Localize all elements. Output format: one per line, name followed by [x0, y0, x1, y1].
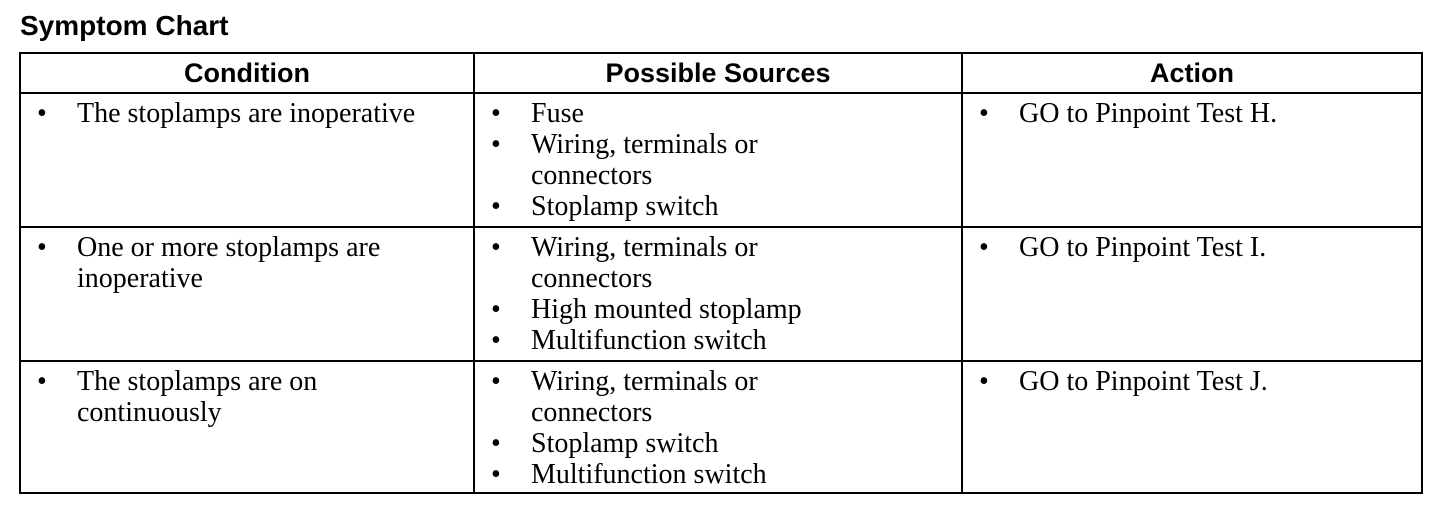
list-item: Multifunction switch [485, 325, 953, 356]
list-item: Stoplamp switch [485, 428, 953, 459]
sources-list: Wiring, terminals or connectors Stoplamp… [485, 366, 953, 490]
table-row: The stoplamps are inoperative Fuse Wirin… [19, 92, 1423, 228]
list-item: Fuse [485, 98, 953, 129]
list-item: GO to Pinpoint Test J. [973, 366, 1413, 397]
action-cell: GO to Pinpoint Test I. [961, 226, 1423, 362]
column-header-possible-sources: Possible Sources [473, 52, 963, 94]
table-row: The stoplamps are on continuously Wiring… [19, 360, 1423, 494]
action-cell: GO to Pinpoint Test J. [961, 360, 1423, 494]
list-item: Wiring, terminals or connectors [485, 232, 831, 294]
condition-list: One or more stoplamps are inoperative [31, 232, 465, 294]
condition-list: The stoplamps are inoperative [31, 98, 465, 129]
list-item: One or more stoplamps are inoperative [31, 232, 427, 294]
list-item: Wiring, terminals or connectors [485, 366, 831, 428]
sources-list: Fuse Wiring, terminals or connectors Sto… [485, 98, 953, 222]
list-item: GO to Pinpoint Test H. [973, 98, 1413, 129]
sources-cell: Wiring, terminals or connectors Stoplamp… [473, 360, 963, 494]
list-item: Multifunction switch [485, 459, 953, 490]
table-row: One or more stoplamps are inoperative Wi… [19, 226, 1423, 362]
list-item: High mounted stoplamp [485, 294, 953, 325]
list-item: The stoplamps are on continuously [31, 366, 367, 428]
action-list: GO to Pinpoint Test H. [973, 98, 1413, 129]
action-list: GO to Pinpoint Test I. [973, 232, 1413, 263]
condition-cell: The stoplamps are on continuously [19, 360, 475, 494]
page-title: Symptom Chart [20, 10, 229, 41]
symptom-chart-table: Condition Possible Sources Action The st… [19, 52, 1423, 494]
list-item: GO to Pinpoint Test I. [973, 232, 1413, 263]
sources-cell: Fuse Wiring, terminals or connectors Sto… [473, 92, 963, 228]
list-item: Wiring, terminals or connectors [485, 129, 831, 191]
condition-list: The stoplamps are on continuously [31, 366, 465, 428]
condition-cell: The stoplamps are inoperative [19, 92, 475, 228]
list-item: Stoplamp switch [485, 191, 953, 222]
action-list: GO to Pinpoint Test J. [973, 366, 1413, 397]
column-header-action: Action [961, 52, 1423, 94]
header-row: Condition Possible Sources Action [19, 52, 1423, 94]
column-header-condition: Condition [19, 52, 475, 94]
condition-cell: One or more stoplamps are inoperative [19, 226, 475, 362]
action-cell: GO to Pinpoint Test H. [961, 92, 1423, 228]
sources-list: Wiring, terminals or connectors High mou… [485, 232, 953, 356]
sources-cell: Wiring, terminals or connectors High mou… [473, 226, 963, 362]
list-item: The stoplamps are inoperative [31, 98, 465, 129]
